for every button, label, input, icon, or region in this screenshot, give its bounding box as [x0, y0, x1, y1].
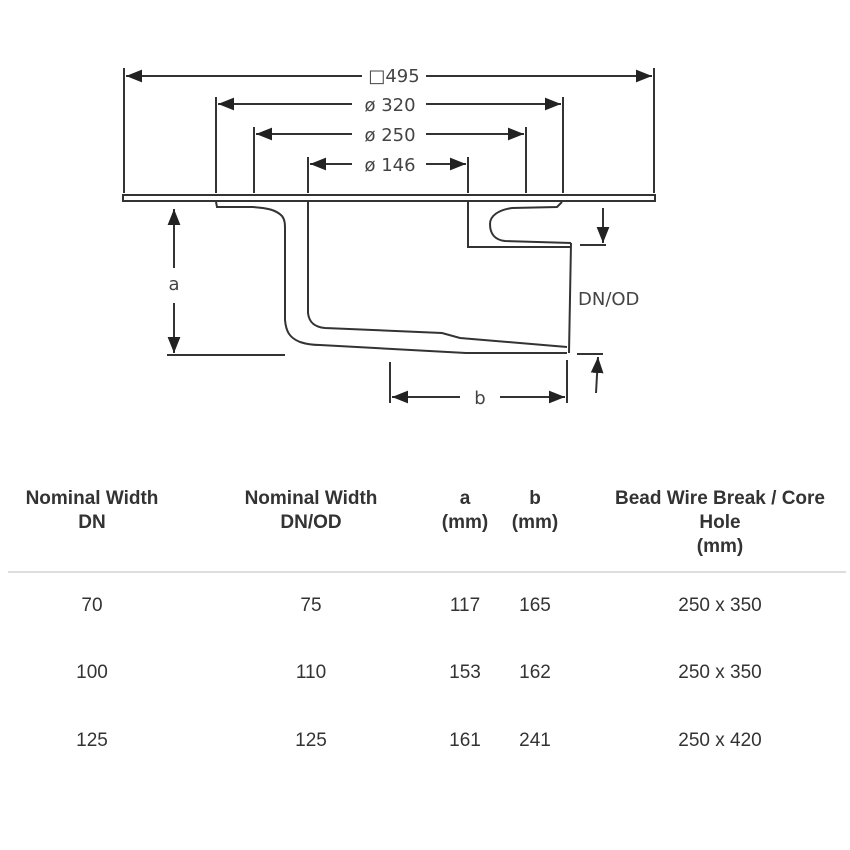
body-inner-outline	[307, 202, 568, 348]
cell-dnod: 125	[295, 730, 327, 751]
header-line: a	[459, 488, 471, 509]
header-b: b (mm)	[512, 487, 558, 535]
cell-b: 165	[519, 595, 551, 616]
header-divider	[8, 571, 846, 573]
flange-loop	[488, 201, 572, 244]
header-line: (mm)	[511, 512, 559, 533]
cell-core-hole: 250 x 420	[678, 730, 762, 751]
header-nominal-width-dn: Nominal Width DN	[26, 487, 159, 535]
header-core-hole: Bead Wire Break / Core Hole (mm)	[615, 487, 825, 559]
header-line: DN/OD	[280, 512, 342, 533]
cell-dnod: 110	[295, 662, 327, 683]
cell-a: 117	[449, 595, 481, 616]
header-line: b	[529, 488, 541, 509]
header-line: Bead Wire Break / Core	[615, 488, 825, 509]
outlet-end	[568, 242, 572, 354]
cell-a: 153	[449, 662, 481, 683]
header-line: (mm)	[696, 536, 744, 557]
cell-core-hole: 250 x 350	[678, 662, 762, 683]
cell-dn: 70	[81, 595, 103, 616]
header-line: DN	[78, 512, 106, 533]
dimension-b-label: b	[474, 388, 485, 409]
dimension-a-label: a	[168, 274, 179, 295]
dimension-outer-495: □495	[368, 66, 419, 87]
header-line: Nominal Width	[25, 488, 159, 509]
cell-dn: 125	[76, 730, 108, 751]
header-line: (mm)	[441, 512, 489, 533]
dimension-diameter-146: ø 146	[364, 155, 415, 176]
body-outline	[215, 201, 567, 354]
header-nominal-width-dnod: Nominal Width DN/OD	[245, 487, 378, 535]
cell-b: 162	[519, 662, 551, 683]
header-line: Nominal Width	[244, 488, 378, 509]
cell-core-hole: 250 x 350	[678, 595, 762, 616]
header-line: Hole	[699, 512, 741, 533]
grate-plate	[122, 194, 656, 202]
cell-b: 241	[519, 730, 551, 751]
dimension-diameter-320: ø 320	[364, 95, 415, 116]
cell-dn: 100	[76, 662, 108, 683]
outlet-top	[467, 202, 571, 248]
cell-a: 161	[449, 730, 481, 751]
dimension-diameter-250: ø 250	[364, 125, 415, 146]
cell-dnod: 75	[300, 595, 322, 616]
header-a: a (mm)	[442, 487, 488, 535]
dimension-dnod-label: DN/OD	[578, 289, 639, 310]
technical-drawing: □495 ø 320 ø 250 ø 146 a b DN/OD	[122, 66, 656, 409]
